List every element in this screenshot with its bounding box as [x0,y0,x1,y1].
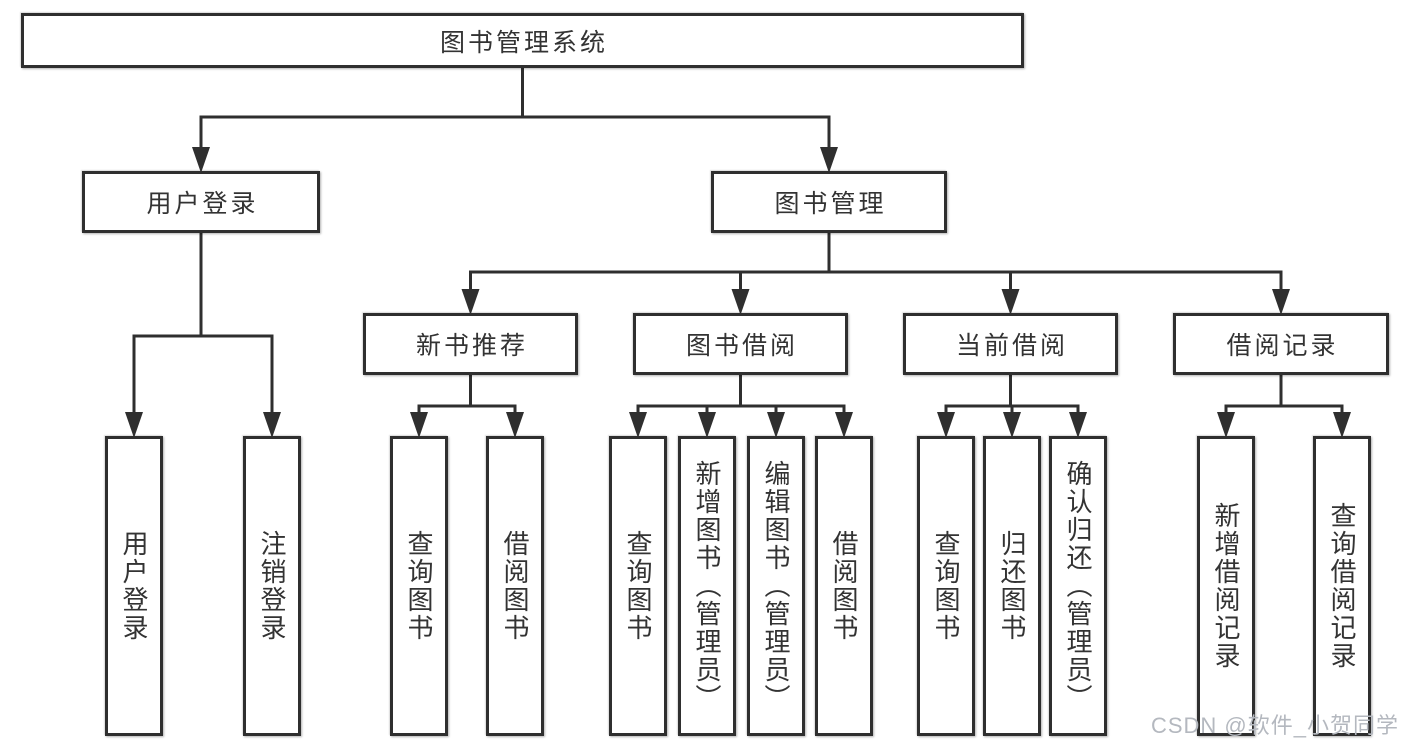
node-leaf-confirm-return-admin: 确认归还（管理员） [1049,436,1107,736]
node-label: 借阅图书 [500,530,530,642]
node-label: 查询图书 [931,530,961,642]
arrowhead-icon [629,412,647,438]
arrowhead-icon [461,289,480,315]
node-leaf-logout: 注销登录 [243,436,301,736]
arrowhead-icon [767,412,785,438]
arrowhead-icon [192,147,210,173]
arrowhead-icon [937,412,955,438]
arrowhead-icon [1069,412,1087,438]
node-leaf-add-borrow-record: 新增借阅记录 [1197,436,1255,736]
node-label: 确认归还（管理员） [1063,460,1093,712]
arrowhead-icon [410,412,428,438]
arrowhead-icon [698,412,716,438]
node-new-books: 新书推荐 [363,313,578,375]
node-root: 图书管理系统 [21,13,1024,68]
node-label: 查询借阅记录 [1327,502,1357,670]
node-label: 图书管理系统 [439,28,608,57]
node-label: 借阅记录 [1226,332,1339,360]
node-leaf-borrow-books-1: 借阅图书 [486,436,544,736]
node-borrow-records: 借阅记录 [1173,313,1389,375]
node-book-borrow: 图书借阅 [633,313,848,375]
node-current-borrow: 当前借阅 [903,313,1118,375]
arrowhead-icon [1217,412,1235,438]
node-label: 归还图书 [997,530,1027,642]
node-label: 新书推荐 [415,332,528,360]
node-label: 查询图书 [404,530,434,642]
node-leaf-query-books-1: 查询图书 [390,436,448,736]
arrowhead-icon [1333,412,1351,438]
node-leaf-user-login: 用户登录 [105,436,163,736]
node-leaf-query-books-3: 查询图书 [917,436,975,736]
node-label: 图书管理 [774,190,887,218]
arrowhead-icon [125,412,143,438]
watermark: CSDN @软件_小贺同学 [1150,713,1399,738]
arrowhead-icon [1001,289,1020,315]
node-leaf-query-books-2: 查询图书 [609,436,667,736]
arrowhead-icon [263,412,281,438]
node-user-login-group: 用户登录 [82,171,320,233]
arrowhead-icon [820,147,838,173]
arrowhead-icon [731,289,750,315]
node-leaf-edit-book-admin: 编辑图书（管理员） [747,436,805,736]
arrowhead-icon [506,412,524,438]
node-leaf-return-books: 归还图书 [983,436,1041,736]
node-label: 图书借阅 [685,332,798,360]
arrowhead-icon [1272,289,1290,315]
node-label: 新增借阅记录 [1211,502,1241,670]
node-label: 用户登录 [119,530,149,642]
node-leaf-borrow-books-2: 借阅图书 [815,436,873,736]
node-label: 当前借阅 [955,332,1068,360]
node-label: 查询图书 [623,530,653,642]
node-label: 借阅图书 [829,530,859,642]
node-label: 新增图书（管理员） [692,460,722,712]
node-book-mgmt: 图书管理 [711,171,947,233]
arrowhead-icon [1003,412,1021,438]
node-leaf-query-borrow-record: 查询借阅记录 [1313,436,1371,736]
node-leaf-add-book-admin: 新增图书（管理员） [678,436,736,736]
arrowhead-icon [835,412,853,438]
node-label: 注销登录 [257,530,287,642]
node-label: 用户登录 [146,190,259,218]
node-label: 编辑图书（管理员） [761,460,791,712]
